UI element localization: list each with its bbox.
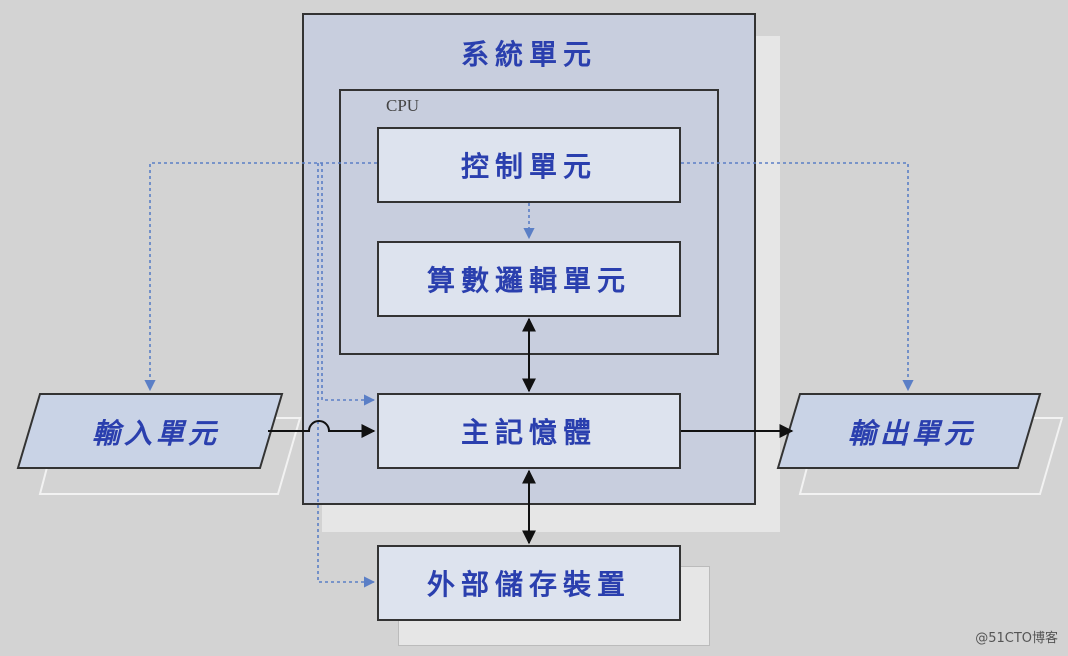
control-unit: 控制單元 [377, 127, 681, 203]
input-to-memory-line [268, 420, 376, 438]
alu-unit-label: 算數邏輯單元 [426, 264, 631, 297]
watermark: @51CTO博客 [975, 631, 1058, 646]
alu-unit: 算數邏輯單元 [377, 241, 681, 317]
control-unit-label: 控制單元 [460, 150, 597, 183]
input-unit-label: 輸入單元 [92, 417, 221, 450]
control-to-output-line [681, 162, 914, 392]
input-unit-shape [16, 393, 284, 469]
external-storage-label: 外部儲存裝置 [426, 568, 631, 601]
control-to-memory-line [321, 163, 376, 406]
control-to-input-line [144, 162, 377, 392]
main-memory: 主記憶體 [377, 393, 681, 469]
output-unit-label: 輸出單元 [848, 417, 977, 450]
main-memory-label: 主記憶體 [460, 416, 597, 449]
output-unit-shape [776, 393, 1042, 469]
cpu-label: CPU [386, 96, 420, 115]
external-storage: 外部儲存裝置 [377, 545, 681, 621]
control-to-storage-line [317, 163, 376, 588]
system-unit-title: 系統單元 [460, 38, 597, 71]
